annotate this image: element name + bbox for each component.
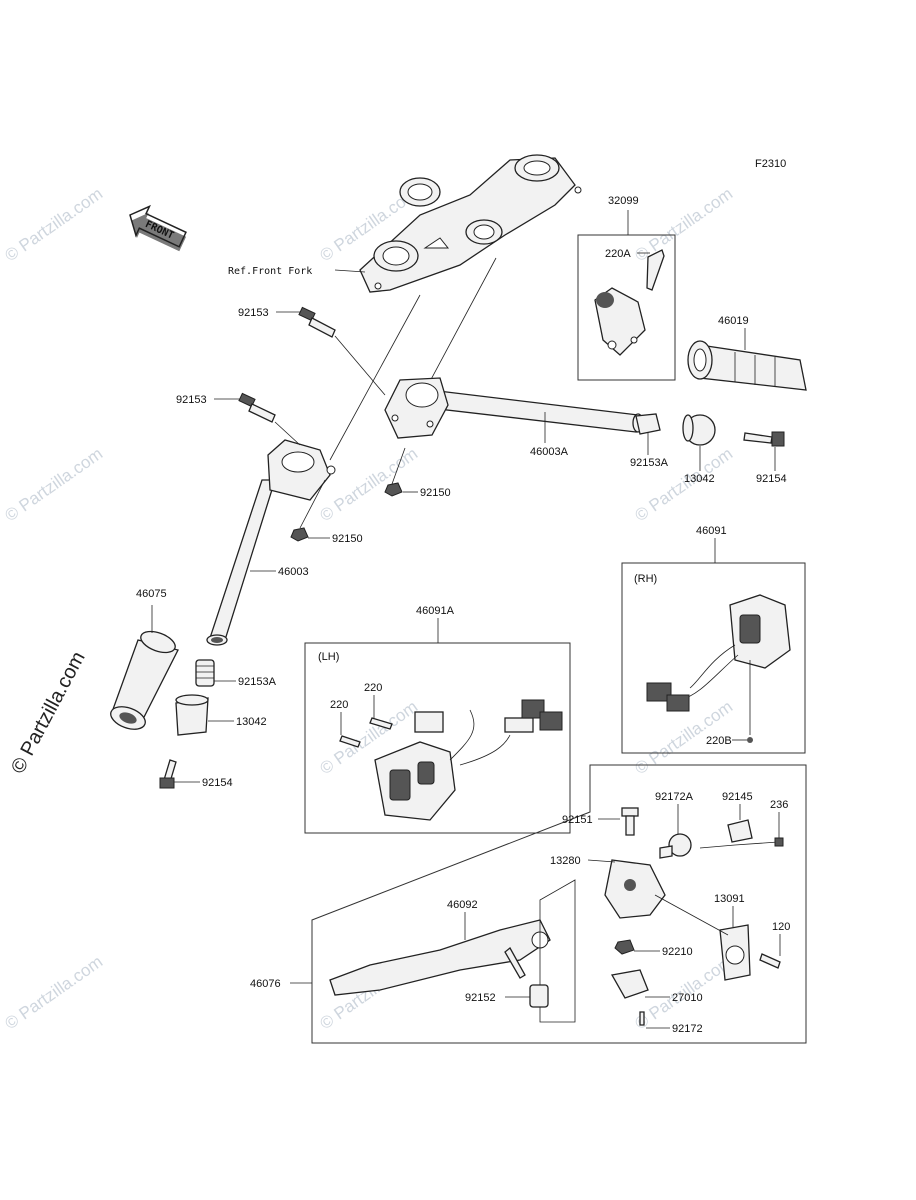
clutch-lever-46092 [329, 919, 551, 996]
bar-end-weight-92153A-right [635, 413, 661, 435]
part-label: 220 [330, 699, 348, 711]
bolt-92153-top [298, 306, 336, 338]
part-label: 220 [364, 682, 382, 694]
part-label: 13042 [684, 473, 715, 485]
lever-assembly-box [311, 764, 807, 1044]
screw-92172 [639, 1011, 645, 1026]
part-labels: 32099 220A 46019 92153 92153 46003A 9215… [136, 195, 790, 1035]
part-label: 32099 [608, 195, 639, 207]
part-label: 13280 [550, 855, 581, 867]
nut-92150-b [290, 527, 309, 542]
adjuster-92172A [659, 833, 692, 859]
part-label: 220B [706, 735, 732, 747]
right-handlebar [384, 377, 644, 439]
watermark: © Partzilla.com [1, 444, 106, 525]
part-label: 46075 [136, 588, 167, 600]
lh-switch-assembly [374, 699, 563, 821]
figure-code: F2310 [755, 158, 786, 170]
side-watermark: © Partzilla.com [7, 648, 90, 777]
lh-switch-box [304, 642, 571, 834]
part-label: 27010 [672, 992, 703, 1004]
part-label: 220A [605, 248, 631, 260]
watermark: © Partzilla.com [1, 952, 106, 1033]
pivot-collar-92152 [529, 984, 549, 1008]
part-label: 13091 [714, 893, 745, 905]
lever-holder-13280 [604, 859, 666, 919]
part-label: 46091A [416, 605, 455, 617]
throttle-housing-32099 [594, 249, 665, 356]
switch-92145 [727, 819, 753, 843]
part-label: 46003A [530, 446, 569, 458]
switch-27010 [610, 969, 649, 999]
part-label: 92172A [655, 791, 694, 803]
part-label: 46019 [718, 315, 749, 327]
bar-end-13042-right [682, 414, 716, 446]
part-label: 92151 [562, 814, 593, 826]
screw-220-b [369, 717, 393, 730]
rh-switch-assembly [646, 594, 791, 743]
bolt-120 [759, 953, 781, 969]
part-label: 46092 [447, 899, 478, 911]
part-label: 46091 [696, 525, 727, 537]
part-label: 120 [772, 921, 790, 933]
left-handlebar [206, 439, 336, 646]
part-label: 92150 [420, 487, 451, 499]
lh-box-label: (LH) [318, 651, 339, 663]
ref-front-fork-label: Ref.Front Fork [228, 266, 312, 277]
part-label: 92210 [662, 946, 693, 958]
part-label: 46076 [250, 978, 281, 990]
part-label: 92153A [630, 457, 669, 469]
part-label: 92150 [332, 533, 363, 545]
part-label: 92145 [722, 791, 753, 803]
bolt-92154-left [159, 759, 177, 789]
rh-box-label: (RH) [634, 573, 657, 585]
part-label: 236 [770, 799, 788, 811]
bolt-92153-mid [238, 392, 276, 423]
part-label: 46003 [278, 566, 309, 578]
grip-46075 [110, 630, 179, 730]
part-label: 92154 [202, 777, 233, 789]
part-label: 92152 [465, 992, 496, 1004]
bolt-92151 [621, 807, 639, 836]
part-label: 92172 [672, 1023, 703, 1035]
part-label: 13042 [236, 716, 267, 728]
part-label: 92153 [176, 394, 207, 406]
bar-end-13042-left [175, 694, 209, 736]
front-arrow-icon: FRONT [129, 204, 187, 252]
nut-92210 [614, 939, 635, 955]
part-label: 92153A [238, 676, 277, 688]
watermark: © Partzilla.com [1, 184, 106, 265]
nut-92150-a [384, 482, 403, 497]
bar-end-weight-92153A-left [195, 659, 215, 687]
clamp-13091 [719, 924, 751, 981]
upper-triple-clamp [359, 154, 582, 293]
rh-switch-box [621, 562, 806, 754]
part-label: 92154 [756, 473, 787, 485]
screw-220-a [339, 735, 361, 748]
part-label: 92153 [238, 307, 269, 319]
grip-46019 [687, 340, 807, 391]
screw-236 [774, 837, 784, 847]
throttle-housing-box [577, 234, 676, 381]
bolt-92154-right [743, 431, 785, 447]
